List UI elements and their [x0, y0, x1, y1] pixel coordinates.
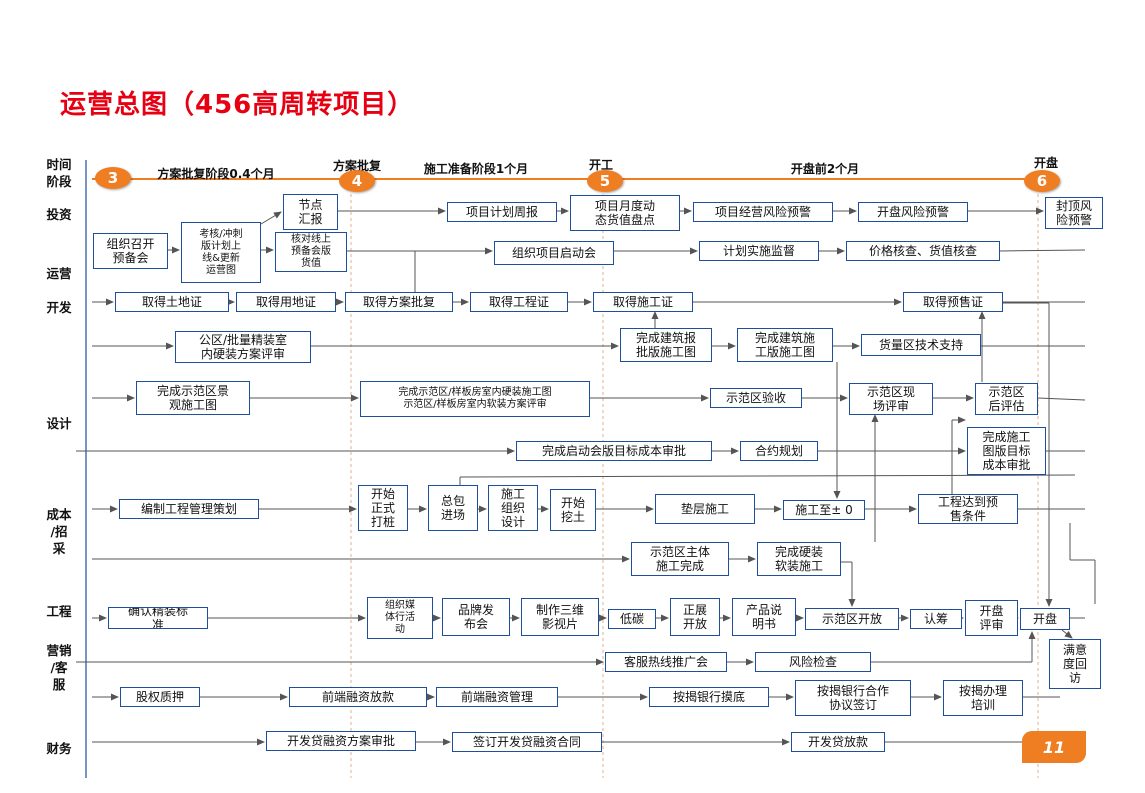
process-node-n16: 取得工程证 [470, 292, 568, 312]
process-node-n33: 总包 进场 [428, 485, 478, 531]
process-node-n15: 取得方案批复 [345, 292, 453, 312]
process-node-n41: 确认精装标 准 [108, 607, 208, 629]
process-node-n63: 开发贷放款 [791, 732, 885, 752]
milestone-5: 5 [587, 170, 623, 192]
flow-connector [1061, 629, 1073, 639]
flow-connector [459, 474, 1076, 478]
process-node-n35: 开始 挖土 [550, 489, 596, 531]
process-node-n55: 股权质押 [120, 687, 200, 707]
process-node-n44: 制作三维 影视片 [521, 598, 599, 636]
process-node-n54: 风险检查 [755, 652, 871, 672]
process-node-n27: 示范区 后评估 [975, 383, 1038, 415]
process-node-n59: 按揭银行合作 协议签订 [795, 680, 911, 716]
process-node-n43: 品牌发 布会 [442, 598, 510, 636]
process-node-n7: 项目经营风险预警 [693, 202, 833, 222]
process-node-n9: 封顶风 险预警 [1045, 197, 1103, 229]
phase-label-p5: 开盘前2个月 [790, 162, 860, 176]
process-node-n14: 取得用地证 [236, 292, 336, 312]
flow-connector [999, 249, 1086, 252]
page-title: 运营总图（456高周转项目） [60, 90, 415, 120]
page-number: 11 [1022, 731, 1086, 763]
phase-label-p4: 开工 [588, 158, 614, 172]
flow-connector [1037, 397, 1086, 401]
row-label-finance: 财务 [46, 741, 72, 756]
row-label-marketing: 营销 /客 服 [46, 643, 72, 692]
process-node-n58: 按揭银行摸底 [649, 687, 769, 707]
process-node-n21: 完成建筑施 工版施工图 [737, 328, 833, 362]
process-node-n13: 取得土地证 [115, 292, 229, 312]
process-node-n39: 示范区主体 施工完成 [631, 542, 729, 576]
process-node-n36: 垫层施工 [655, 494, 755, 524]
milestone-6: 6 [1024, 170, 1060, 192]
flow-connector [260, 211, 282, 225]
process-node-n23: 完成示范区景 观施工图 [136, 381, 250, 415]
row-label-engineering: 工程 [46, 604, 72, 619]
process-node-n18: 取得预售证 [903, 292, 1003, 312]
process-node-n12: 价格核查、货值核查 [846, 241, 1000, 261]
process-node-n10: 组织项目启动会 [494, 241, 614, 265]
process-node-n11: 计划实施监督 [699, 241, 819, 261]
process-node-n24: 完成示范区/样板房室内硬装施工图 示范区/样板房室内软装方案评审 [360, 381, 590, 417]
row-label-cost: 成本 /招 采 [46, 507, 72, 556]
process-node-n38: 工程达到预 售条件 [918, 494, 1018, 524]
process-node-n3: 节点 汇报 [283, 194, 338, 230]
process-node-n47: 产品说 明书 [732, 598, 796, 636]
process-node-n6: 项目月度动 态货值盘点 [570, 195, 680, 231]
process-node-n51: 开盘 [1020, 608, 1070, 630]
process-node-n40: 完成硬装 软装施工 [757, 542, 841, 576]
row-label-develop: 开发 [46, 300, 72, 315]
process-node-n53: 客服热线推广会 [605, 652, 727, 672]
process-node-n45: 低碳 [608, 609, 656, 629]
process-node-n56: 前端融资放款 [289, 687, 427, 707]
process-node-n19: 公区/批量精装室 内硬装方案评审 [175, 331, 311, 363]
phase-label-p2: 方案批复 [332, 159, 382, 173]
process-node-n5: 项目计划周报 [447, 202, 557, 222]
row-label-time: 时间 阶段 [46, 157, 72, 189]
row-label-operate: 运营 [46, 266, 72, 281]
process-node-n29: 合约规划 [740, 441, 818, 461]
process-node-n50: 开盘 评审 [965, 600, 1018, 636]
row-label-invest: 投资 [46, 207, 72, 222]
process-node-n20: 完成建筑报 批版施工图 [620, 328, 712, 362]
process-node-n2: 考核/冲刺 版计划上 线&更新 运营图 [181, 222, 261, 283]
process-node-n26: 示范区现 场评审 [849, 383, 933, 415]
process-node-n8: 开盘风险预警 [858, 202, 968, 222]
milestone-4: 4 [339, 170, 375, 192]
process-node-n61: 开发贷融资方案审批 [266, 731, 416, 751]
process-node-n46: 正展 开放 [670, 598, 720, 636]
process-node-n30: 完成施工 图版目标 成本审批 [967, 427, 1046, 475]
process-node-n1: 组织召开 预备会 [93, 233, 168, 269]
process-node-n22: 货量区技术支持 [861, 334, 981, 356]
process-node-n48: 示范区开放 [805, 608, 899, 630]
process-node-n57: 前端融资管理 [436, 687, 558, 707]
process-node-n34: 施工 组织 设计 [488, 485, 538, 531]
process-node-n49: 认筹 [910, 609, 962, 629]
phase-label-p3: 施工准备阶段1个月 [423, 162, 529, 176]
process-node-n62: 签订开发贷融资合同 [452, 732, 602, 752]
process-node-n31: 编制工程管理策划 [119, 499, 259, 519]
process-node-n60: 按揭办理 培训 [943, 680, 1023, 716]
process-node-n32: 开始 正式 打桩 [358, 485, 408, 531]
milestone-3: 3 [95, 167, 131, 189]
process-node-n52: 满意 度回 访 [1049, 639, 1101, 689]
row-label-design: 设计 [46, 416, 72, 431]
process-node-n4: 核对线上 预备会版 货值 [275, 232, 347, 272]
process-node-n28: 完成启动会版目标成本审批 [516, 441, 712, 461]
phase-label-p6: 开盘 [1033, 156, 1059, 170]
phase-label-p1: 方案批复阶段0.4个月 [157, 167, 275, 181]
process-node-n25: 示范区验收 [710, 388, 802, 408]
process-node-n37: 施工至± 0 [783, 500, 865, 520]
process-node-n42: 组织媒 体行活 动 [367, 597, 433, 639]
process-node-n17: 取得施工证 [593, 292, 693, 312]
